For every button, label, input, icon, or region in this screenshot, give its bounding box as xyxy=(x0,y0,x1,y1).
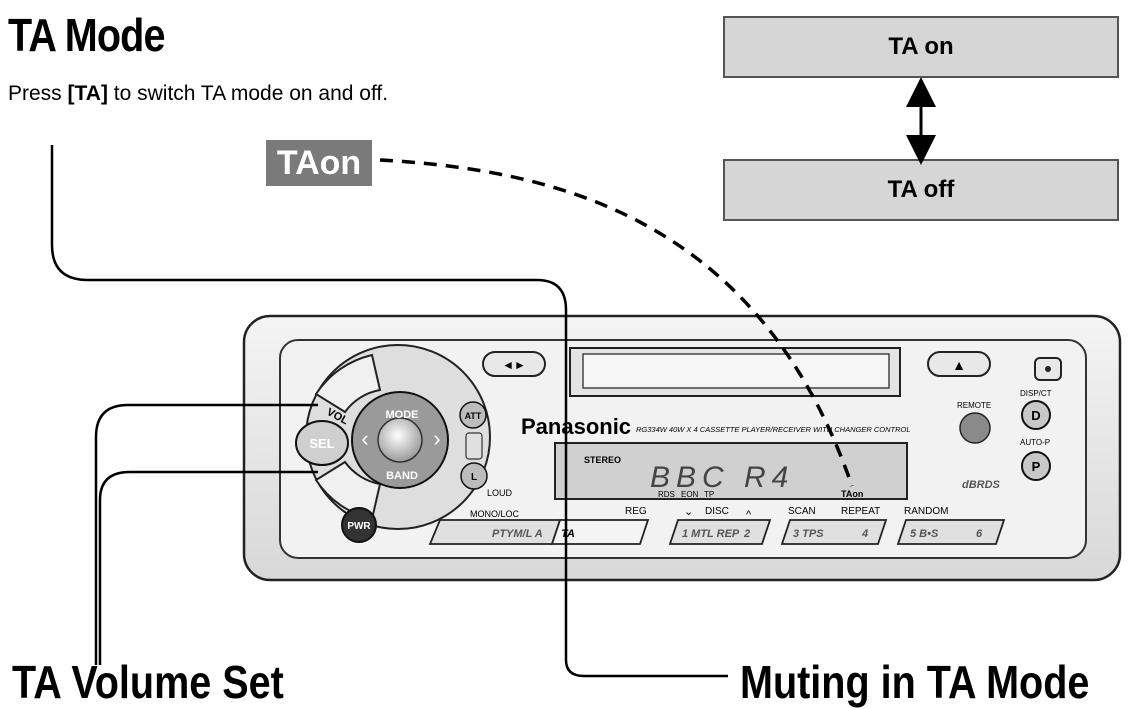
disp-ct-label: DISP/CT xyxy=(1020,389,1052,398)
preset-4-label: 4 xyxy=(861,528,868,540)
p-button-label: P xyxy=(1032,459,1041,474)
preset-3-label: 3 TPS xyxy=(793,528,824,540)
eject-button[interactable] xyxy=(927,351,991,377)
taon-callout-line xyxy=(379,158,854,487)
display-tp-indicator: TP xyxy=(704,490,714,499)
disc-up-icon: ^ xyxy=(746,509,752,521)
preset-1-label: 1 MTL REP xyxy=(682,528,740,540)
cassette-window xyxy=(582,353,890,389)
ptym-label: PTYM/L A xyxy=(492,528,543,540)
instruction-prefix: Press xyxy=(8,82,68,105)
side-switch[interactable] xyxy=(465,432,483,460)
sel-button[interactable] xyxy=(295,420,349,466)
vol-down-leader xyxy=(98,470,318,665)
repeat-label: REPEAT xyxy=(841,506,880,517)
preset-2-label: 2 xyxy=(743,528,750,540)
display-taon-indicator: TAon xyxy=(841,489,863,499)
display-stereo-indicator: STEREO xyxy=(584,455,621,465)
ta-button-leader xyxy=(50,145,728,678)
auto-p-label: AUTO-P xyxy=(1020,438,1050,447)
preset-3-4-button[interactable] xyxy=(780,519,888,545)
ta-key-label: [TA] xyxy=(67,82,108,105)
d-button[interactable] xyxy=(1021,400,1051,430)
footer-muting-in-ta-mode: Muting in TA Mode xyxy=(740,656,1090,708)
random-label: RANDOM xyxy=(904,506,948,517)
preset-1-2-button[interactable] xyxy=(668,519,772,545)
center-knob[interactable] xyxy=(377,417,423,463)
instruction-text: Press [TA] to switch TA mode on and off. xyxy=(8,80,408,108)
loud-label: LOUD xyxy=(487,488,513,498)
lou-label: L xyxy=(471,472,477,483)
release-dot-icon xyxy=(1045,366,1051,372)
disc-label: DISC xyxy=(705,506,729,517)
ta-button-label: TA xyxy=(561,528,575,540)
d-button-label: D xyxy=(1031,408,1040,423)
brand-logo: Panasonic xyxy=(521,414,631,439)
rds-logo: dBRDS xyxy=(962,479,1001,491)
mode-label: MODE xyxy=(386,409,419,421)
vol-up-leader xyxy=(94,403,318,665)
state-ta-on: TA on xyxy=(723,16,1119,78)
remote-sensor xyxy=(959,412,991,444)
reg-label: REG xyxy=(625,506,647,517)
taon-display-badge: TAon xyxy=(266,140,372,186)
disc-down-icon: ⌄ xyxy=(684,506,693,518)
loud-button[interactable] xyxy=(460,462,488,490)
chevron-left-icon: ‹ xyxy=(361,426,368,451)
pwr-label: PWR xyxy=(347,521,371,532)
pwr-button[interactable] xyxy=(341,507,377,543)
chevron-right-icon: › xyxy=(433,426,440,451)
mono-loc-label: MONO/LOC xyxy=(470,509,520,519)
ff-rew-button[interactable] xyxy=(482,351,546,377)
model-line: RG334W 40W X 4 CASSETTE PLAYER/RECEIVER … xyxy=(636,425,911,434)
att-button[interactable] xyxy=(459,401,487,429)
display-station-text: BBC R4 xyxy=(650,461,794,494)
band-label: BAND xyxy=(386,470,418,482)
page-title: TA Mode xyxy=(8,9,165,61)
instruction-suffix: to switch TA mode on and off. xyxy=(107,82,389,105)
ff-rew-icon: ◄► xyxy=(502,358,526,372)
preset-6-label: 6 xyxy=(976,528,983,540)
footer-ta-volume-set: TA Volume Set xyxy=(12,656,284,708)
ta-button[interactable] xyxy=(550,519,650,545)
sel-label: SEL xyxy=(309,436,334,451)
display-rds-indicator: RDS xyxy=(658,490,675,499)
remote-label: REMOTE xyxy=(957,401,991,410)
att-label: ATT xyxy=(465,411,482,421)
eject-icon: ▲ xyxy=(952,357,966,373)
display-eon-indicator: EON xyxy=(681,490,699,499)
p-button[interactable] xyxy=(1021,451,1051,481)
vol-up-button[interactable] xyxy=(314,353,382,414)
preset-5-label: 5 B•S xyxy=(910,528,939,540)
preset-5-6-button[interactable] xyxy=(896,519,1006,545)
scan-label: SCAN xyxy=(788,506,816,517)
